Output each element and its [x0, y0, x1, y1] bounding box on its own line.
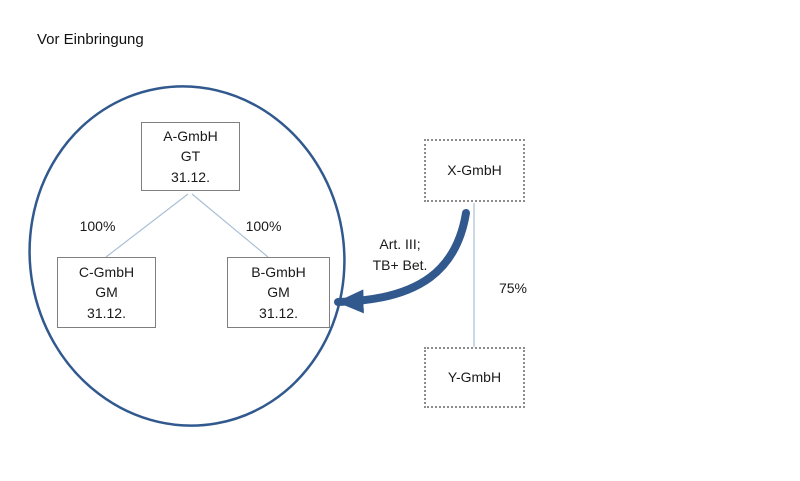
entity-box-a-gmbh: A-GmbH GT 31.12. — [141, 122, 240, 191]
contribution-arrow-label: Art. III; TB+ Bet. — [358, 234, 442, 276]
tax-group-ellipse — [28, 85, 346, 427]
ownership-pct-a-to-c: 100% — [79, 218, 116, 234]
entity-name: C-GmbH — [78, 264, 135, 281]
arrow-label-line1: Art. III; — [379, 236, 421, 252]
entity-box-c-gmbh: C-GmbH GM 31.12. — [57, 257, 156, 328]
ownership-pct-a-to-b: 100% — [245, 218, 282, 234]
entity-date: 31.12. — [259, 304, 298, 321]
entity-box-x-gmbh: X-GmbH — [424, 139, 525, 202]
entity-role: GM — [95, 284, 118, 301]
entity-role: GT — [180, 148, 201, 165]
diagram-title: Vor Einbringung — [37, 31, 144, 48]
arrow-label-line2: TB+ Bet. — [372, 257, 428, 273]
entity-name: Y-GmbH — [447, 369, 502, 386]
ownership-pct-x-to-y: 75% — [498, 280, 528, 296]
entity-date: 31.12. — [171, 168, 210, 185]
entity-name: A-GmbH — [163, 128, 218, 145]
entity-role: GM — [267, 284, 290, 301]
entity-name: B-GmbH — [251, 264, 306, 281]
entity-name: X-GmbH — [447, 162, 502, 179]
entity-box-y-gmbh: Y-GmbH — [424, 347, 525, 408]
entity-box-b-gmbh: B-GmbH GM 31.12. — [227, 257, 330, 328]
entity-date: 31.12. — [87, 304, 126, 321]
